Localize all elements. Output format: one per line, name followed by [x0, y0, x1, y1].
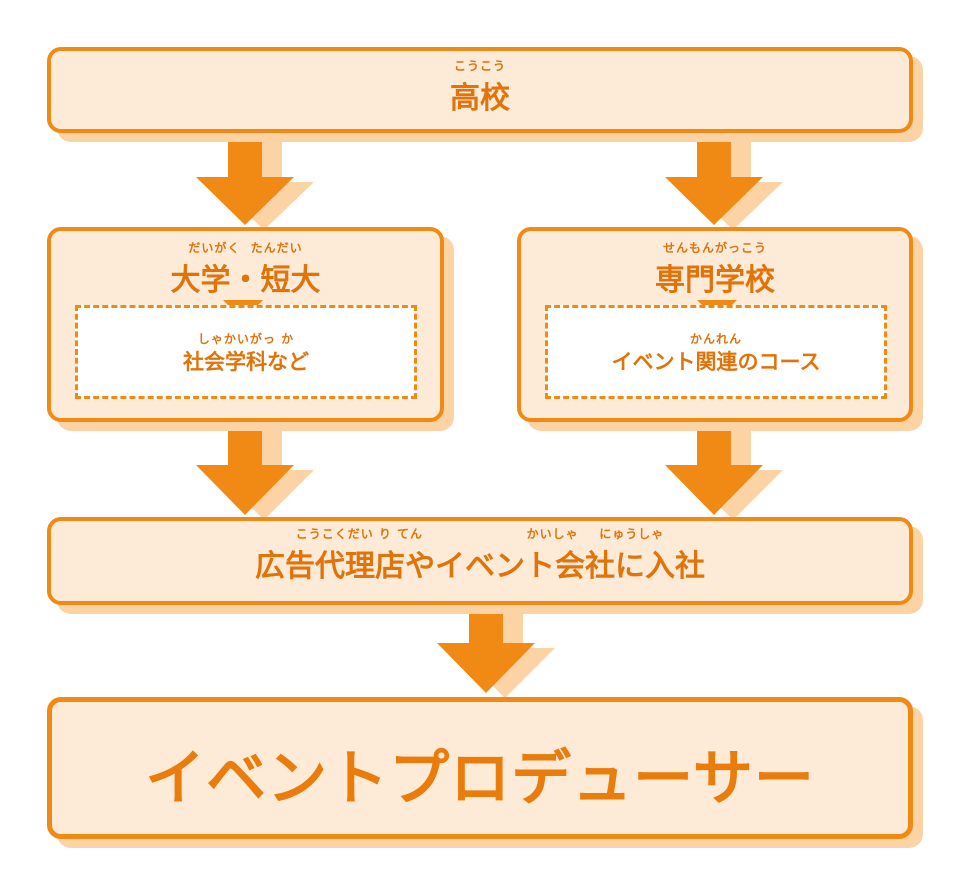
arrow-employment-to-goal	[437, 595, 535, 693]
employment-ruby: こうこくだい り てん かいしゃ にゅうしゃ	[295, 527, 665, 541]
arrow-university-to-employment	[196, 415, 294, 515]
university-label: 大学・短大	[170, 263, 321, 298]
vocational-label: 専門学校	[655, 263, 775, 298]
vocational-ruby: せんもんがっこう	[662, 241, 767, 255]
vocational-course-ruby: かんれん	[689, 332, 742, 346]
university-course-label: 社会学科など	[183, 350, 309, 374]
university-course-box: しゃかいがっ か 社会学科など	[75, 305, 417, 399]
vocational-course-label: イベント関連のコース	[611, 350, 821, 374]
arrow-highschool-to-university	[196, 130, 294, 225]
arrow-highschool-to-vocational	[665, 130, 763, 225]
vocational-course-box: かんれん イベント関連のコース	[545, 305, 887, 399]
vocational-school-box: せんもんがっこう 専門学校 かんれん イベント関連のコース	[517, 227, 913, 422]
goal-label: イベントプロデューサー	[145, 744, 815, 814]
high-school-label: 高校	[450, 81, 510, 116]
goal-box: イベントプロデューサー	[47, 697, 913, 839]
employment-box: こうこくだい り てん かいしゃ にゅうしゃ 広告代理店やイベント会社に入社	[47, 517, 913, 605]
arrow-vocational-to-employment	[665, 415, 763, 515]
university-ruby: だいがく たんだい	[188, 241, 303, 255]
employment-label: 広告代理店やイベント会社に入社	[255, 549, 705, 584]
high-school-box: こうこう 高校	[47, 47, 913, 133]
high-school-ruby: こうこう	[453, 59, 506, 73]
university-box: だいがく たんだい 大学・短大 しゃかいがっ か 社会学科など	[47, 227, 444, 422]
university-course-ruby: しゃかいがっ か	[197, 332, 295, 346]
